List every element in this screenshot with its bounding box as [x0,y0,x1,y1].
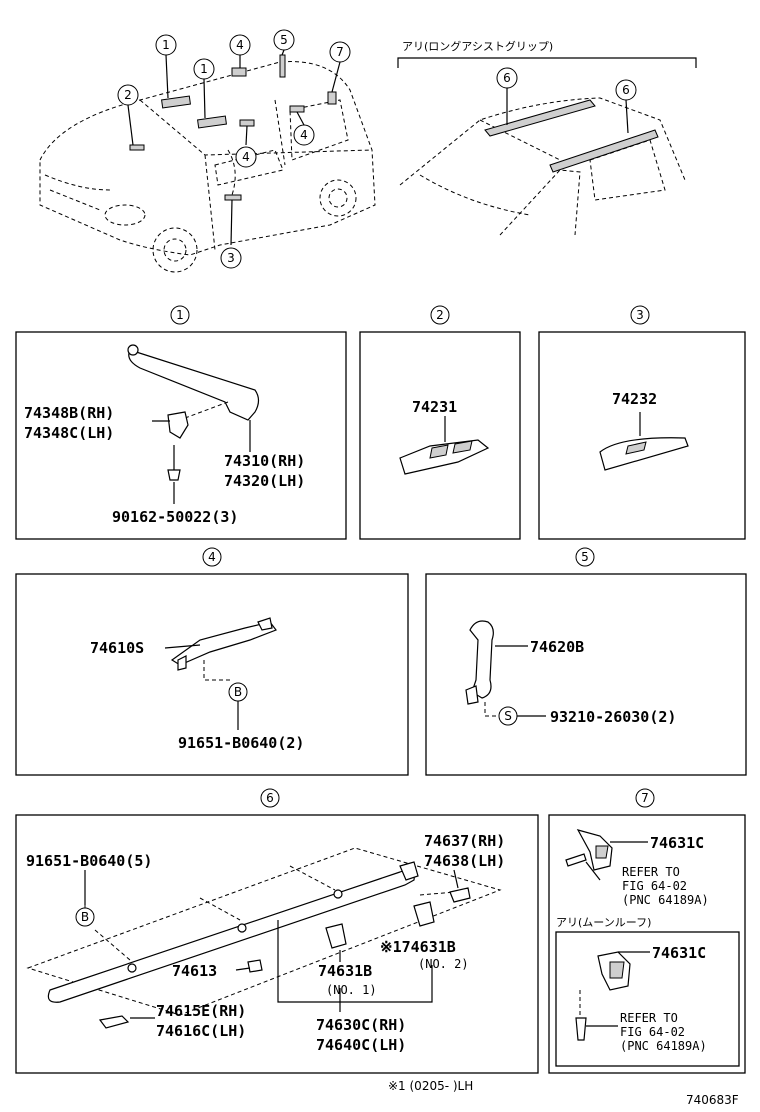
callout-5-label: 5 [280,33,288,47]
panel-6-long-assist-grip: 6 B 91651-B0640(5) 74637(RH) 74638(LH) [15,788,539,1074]
panel-5-assist-grip: 5 S 74620B 93210-26030(2) [425,547,747,776]
panel-6-part-74637: 74637(RH) [424,832,505,850]
panel-7-part-74631c: 74631C [650,834,704,852]
panel-6-part-74640c: 74640C(LH) [316,1036,406,1054]
panel-6-mark-b [75,907,95,927]
callout-6b [615,79,637,101]
panel-1-number: 1 [176,308,184,322]
panel-1-part-74348c: 74348C(LH) [24,424,114,442]
panel-4-number: 4 [208,550,216,564]
panel-7-clips: 7 74631C REFER TO FIG 64-02 (PNC 64189A)… [548,788,746,1074]
panel-6-part-74613: 74613 [172,962,217,980]
callout-3 [220,247,242,269]
callout-1a-label: 1 [162,38,170,52]
panel-7-sub-refer-1: REFER TO [620,1011,678,1025]
callout-4a [229,34,251,56]
panel-7-moonroof-label: アリ(ムーンルーフ) [556,916,651,929]
callout-4c [293,124,315,146]
callout-4c-label: 4 [300,128,308,142]
footnote: ※1 (0205- )LH [388,1079,473,1093]
callout-1b-label: 1 [200,62,208,76]
panel-6-part-91651: 91651-B0640(5) [26,852,152,870]
panel-4-part-91651: 91651-B0640(2) [178,734,304,752]
long-assist-grip-label: アリ(ロングアシストグリップ) [402,39,553,53]
panel-6-part-74631b-no2: ※174631B [380,938,456,956]
panel-6-part-74615e: 74615E(RH) [156,1002,246,1020]
roof-overview: アリ(ロングアシストグリップ) 6 6 [397,39,697,236]
callout-1b [193,58,215,80]
panel-6-mark-b-label: B [81,910,89,924]
callout-2-label: 2 [124,88,132,102]
panel-3-number: 3 [636,308,644,322]
callout-4b-label: 4 [242,150,250,164]
panel-5-part-74620b: 74620B [530,638,584,656]
panel-4-assist-grip: 4 B 74610S 91651-B0640(2) [15,547,409,776]
panel-6-no1-label: (NO. 1) [326,983,377,997]
callout-2 [117,84,139,106]
callout-7 [329,41,351,63]
panel-6-number: 6 [266,791,274,805]
panel-6-part-74616c: 74616C(LH) [156,1022,246,1040]
callout-7-label: 7 [336,45,344,59]
panel-7-sub-part-74631c: 74631C [652,944,706,962]
panel-3-holder: 3 74232 [538,305,746,540]
panel-7-sub-refer-3: (PNC 64189A) [620,1039,707,1053]
panel-6-part-74630c: 74630C(RH) [316,1016,406,1034]
callout-1a [155,34,177,56]
panel-1-part-74348b: 74348B(RH) [24,404,114,422]
panel-2-number: 2 [436,308,444,322]
panel-1-part-90162: 90162-50022(3) [112,508,238,526]
callout-6a-label: 6 [503,71,511,85]
panel-6-no2-label: (NO. 2) [418,957,469,971]
panel-1-sun-visor: 1 74348B(RH) 74348C(LH) 74310(RH) 74320(… [15,305,347,540]
callout-4a-label: 4 [236,38,244,52]
figure-code: 740683F [686,1093,739,1107]
panel-6-part-74638: 74638(LH) [424,852,505,870]
panel-4-part-74610s: 74610S [90,639,144,657]
panel-7-sub-refer-2: FIG 64-02 [620,1025,685,1039]
callout-3-label: 3 [227,251,235,265]
panel-7-number: 7 [641,791,649,805]
panel-3-part-74232: 74232 [612,390,657,408]
panel-7-refer-1: REFER TO [622,865,680,879]
callout-5 [273,29,295,51]
panel-4-mark-b-label: B [234,685,242,699]
panel-6-part-74631b-no1: 74631B [318,962,372,980]
panel-1-part-74320: 74320(LH) [224,472,305,490]
panel-7-refer-2: FIG 64-02 [622,879,687,893]
panel-7-refer-3: (PNC 64189A) [622,893,709,907]
panel-5-part-93210: 93210-26030(2) [550,708,676,726]
panel-2-part-74231: 74231 [412,398,457,416]
callout-6b-label: 6 [622,83,630,97]
callout-4b [235,146,257,168]
panel-2-holder: 2 74231 [359,305,521,540]
panel-5-number: 5 [581,550,589,564]
panel-5-mark-s-label: S [504,709,512,723]
panel-1-part-74310: 74310(RH) [224,452,305,470]
callout-6a [496,67,518,89]
vehicle-overview: 1 1 2 4 5 7 4 4 3 [39,29,376,273]
